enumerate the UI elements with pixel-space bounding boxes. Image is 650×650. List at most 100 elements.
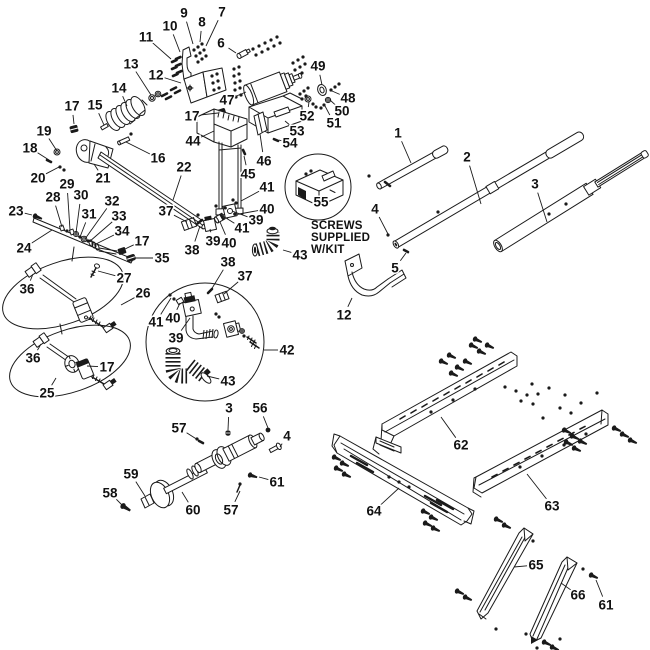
leader-line-40a xyxy=(219,221,226,235)
part-label-41b: 41 xyxy=(234,221,250,236)
part-label-47: 47 xyxy=(219,93,234,108)
part-label-27: 27 xyxy=(116,271,131,286)
leader-line-9 xyxy=(186,21,194,45)
leader-line-17d xyxy=(86,365,99,368)
leader-line-54 xyxy=(278,139,282,142)
cylinder-40a xyxy=(214,212,226,224)
leader-line-4 xyxy=(378,216,389,235)
leader-line-13 xyxy=(135,71,152,96)
part-label-44: 44 xyxy=(185,134,201,149)
leader-line-14 xyxy=(122,96,128,107)
leader-line-41c xyxy=(160,297,172,315)
leader-line-34 xyxy=(93,234,115,246)
screw-studs xyxy=(170,55,183,78)
leader-line-51 xyxy=(324,105,331,116)
part-label-6: 6 xyxy=(217,36,225,51)
leader-line-12 xyxy=(164,77,182,84)
kit-note: SCREWS SUPPLIED W/KIT xyxy=(311,220,370,256)
leader-line-18 xyxy=(37,152,50,161)
nut-56 xyxy=(265,427,271,433)
pins-20 xyxy=(58,165,66,172)
part-label-10: 10 xyxy=(162,19,177,34)
leader-line-57a xyxy=(186,432,199,441)
part-label-20: 20 xyxy=(30,171,45,186)
part-label-58: 58 xyxy=(102,486,118,501)
part-label-39b: 39 xyxy=(248,213,263,228)
bolt-4b xyxy=(268,442,282,454)
screw-dots xyxy=(192,42,208,64)
part-cable-rod xyxy=(32,212,136,278)
part-label-64: 64 xyxy=(366,504,382,519)
washer-19 xyxy=(53,148,61,156)
kit-note-line2: SUPPLIED xyxy=(311,232,370,244)
part-label-12b: 12 xyxy=(336,308,351,323)
leader-line-22 xyxy=(172,175,182,201)
part-label-30: 30 xyxy=(73,188,88,203)
part-label-59: 59 xyxy=(123,467,138,482)
leader-line-27 xyxy=(97,270,116,277)
leader-line-40b xyxy=(238,210,259,215)
part-label-40b: 40 xyxy=(259,202,274,217)
part-label-4b: 4 xyxy=(283,429,291,444)
part-label-4: 4 xyxy=(371,202,379,217)
part-fittings-37-41 xyxy=(180,198,238,233)
leader-line-26 xyxy=(120,296,136,306)
leader-line-17c xyxy=(124,244,135,250)
leader-line-3b xyxy=(227,416,230,431)
leader-line-3 xyxy=(537,192,548,223)
leader-line-44 xyxy=(200,130,215,138)
part-label-39c: 39 xyxy=(168,331,183,346)
leader-line-39a xyxy=(209,228,212,233)
part-rail-63 xyxy=(472,382,638,498)
part-label-63: 63 xyxy=(544,499,560,514)
nut-3b xyxy=(225,430,231,436)
part-label-35: 35 xyxy=(154,251,170,266)
leader-line-36a xyxy=(29,273,34,281)
leader-line-12b xyxy=(347,297,353,308)
leader-line-1 xyxy=(401,141,412,164)
part-label-41a: 41 xyxy=(259,180,275,195)
part-label-48: 48 xyxy=(340,91,356,106)
part-label-46: 46 xyxy=(256,154,272,169)
part-label-16: 16 xyxy=(150,151,166,166)
leader-line-15 xyxy=(98,113,105,126)
part-angle-66 xyxy=(529,556,599,650)
part-label-17d: 17 xyxy=(99,360,114,375)
connector-36b xyxy=(32,332,50,348)
cap-35 xyxy=(126,254,136,262)
part-label-15: 15 xyxy=(87,98,103,113)
leader-line-10 xyxy=(172,34,181,53)
detail-connector-lines xyxy=(59,246,75,335)
part-rail-62 xyxy=(372,335,573,455)
part-label-17b: 17 xyxy=(184,109,199,124)
part-label-49: 49 xyxy=(310,59,325,74)
part-label-40c: 40 xyxy=(165,311,180,326)
leader-line-46 xyxy=(259,133,264,153)
part-label-34: 34 xyxy=(114,224,130,239)
part-upper-bracket-assembly xyxy=(69,35,282,146)
rod-16 xyxy=(117,136,131,146)
part-label-66: 66 xyxy=(570,588,586,603)
part-label-37a: 37 xyxy=(158,204,173,219)
leader-line-36b xyxy=(37,343,42,351)
part-label-17c: 17 xyxy=(134,234,149,249)
part-label-37b: 37 xyxy=(237,269,252,284)
nut-17a xyxy=(69,124,79,134)
part-label-12: 12 xyxy=(148,68,163,83)
leader-line-43b xyxy=(206,375,220,380)
part-label-31: 31 xyxy=(81,207,97,222)
leader-line-31 xyxy=(79,222,87,238)
part-motor-47 xyxy=(232,55,307,106)
leader-line-28 xyxy=(55,205,63,228)
part-label-62: 62 xyxy=(453,438,468,453)
leader-line-47 xyxy=(235,91,247,97)
leader-line-37b xyxy=(223,281,239,295)
leader-line-50 xyxy=(329,99,336,106)
callout-layer: 1233445678910111212131415161717171718192… xyxy=(7,3,616,614)
part-label-33: 33 xyxy=(111,209,127,224)
part-label-26: 26 xyxy=(135,286,151,301)
part-label-40a: 40 xyxy=(221,236,236,251)
screw-57b xyxy=(236,484,241,493)
leader-line-52 xyxy=(307,101,310,108)
leader-line-56 xyxy=(262,416,269,429)
